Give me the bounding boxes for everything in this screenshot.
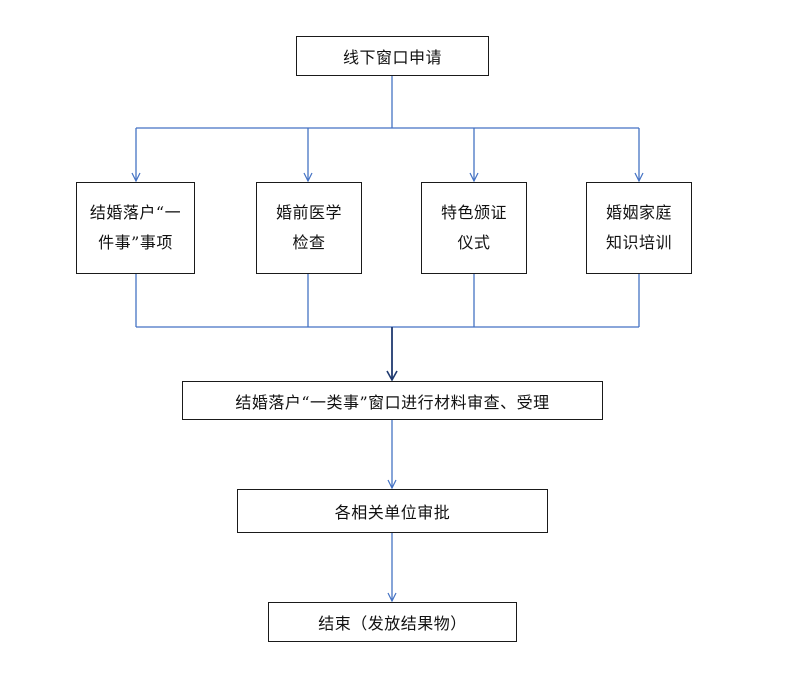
review-node: 结婚落户“一类事”窗口进行材料审查、受理 — [182, 381, 603, 420]
branch-4-line-2: 知识培训 — [605, 233, 672, 252]
branch-3-line-1: 特色颁证 — [440, 203, 507, 222]
branch-4-line-1: 婚姻家庭 — [605, 203, 672, 222]
branch-1-line-2: 件事”事项 — [98, 233, 173, 252]
start-node-label: 线下窗口申请 — [342, 48, 442, 67]
branch-node-family-training: 婚姻家庭 知识培训 — [586, 182, 692, 274]
start-node: 线下窗口申请 — [296, 36, 489, 76]
review-node-label: 结婚落户“一类事”窗口进行材料审查、受理 — [235, 392, 550, 412]
branch-2-line-2: 检查 — [292, 233, 326, 252]
branch-node-premarital-checkup: 婚前医学 检查 — [256, 182, 362, 274]
end-node: 结束（发放结果物） — [268, 602, 517, 642]
branch-node-certificate-ceremony: 特色颁证 仪式 — [421, 182, 527, 274]
branch-node-marriage-household: 结婚落户“一 件事”事项 — [76, 182, 195, 274]
approval-node-label: 各相关单位审批 — [334, 503, 451, 522]
approval-node: 各相关单位审批 — [237, 489, 548, 533]
end-node-label: 结束（发放结果物） — [318, 614, 467, 633]
branch-3-line-2: 仪式 — [457, 233, 491, 252]
branch-2-line-1: 婚前医学 — [275, 203, 342, 222]
branch-1-line-1: 结婚落户“一 — [89, 203, 182, 222]
